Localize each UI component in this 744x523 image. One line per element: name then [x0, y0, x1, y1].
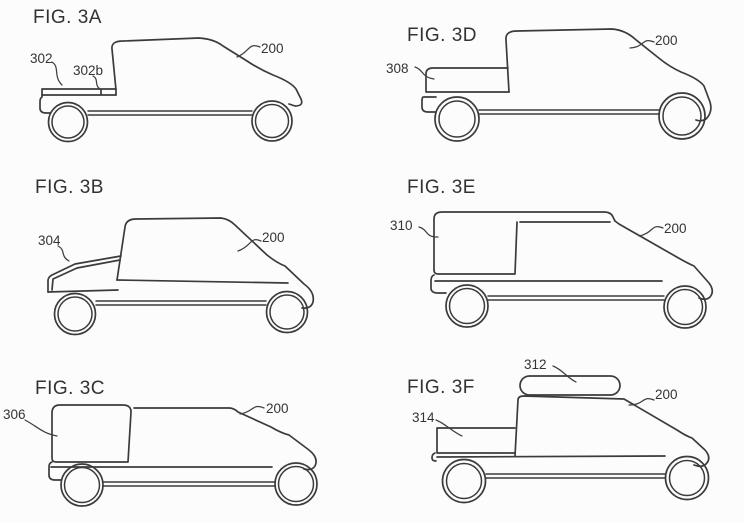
front-wheel: [274, 462, 318, 506]
rear-wheel: [441, 458, 487, 504]
ref-label-200-3d: 200: [655, 33, 678, 48]
vehicle-outline-3c: [48, 407, 318, 507]
leader-line-200-3c: [239, 405, 265, 415]
accessory-roof-pod-312: [519, 375, 621, 396]
leader-line-200-3e: [638, 226, 664, 237]
accessory-flat-cover-302: [41, 88, 117, 96]
truck-drawing-3b: [47, 217, 315, 336]
figure-panel-3d: FIG. 3D 308 200: [372, 0, 744, 170]
figure-panel-3c: FIG. 3C 306 200: [0, 348, 372, 523]
ref-label-304: 304: [38, 233, 61, 248]
frame-rail-lines: [87, 110, 253, 116]
front-wheel: [658, 92, 706, 140]
rear-wheel: [53, 292, 97, 336]
leader-line-200-3d: [629, 40, 655, 49]
truck-drawing-3a: [39, 37, 303, 143]
leader-line-200-3b: [237, 239, 262, 252]
ref-label-314: 314: [412, 410, 435, 425]
ref-label-200-3a: 200: [261, 41, 284, 56]
figure-title-3b: FIG. 3B: [35, 177, 104, 198]
frame-rail-lines: [487, 295, 665, 301]
truck-drawing-3f: [431, 365, 710, 504]
accessory-bed-cap-306: [51, 404, 132, 463]
frame-rail-lines: [478, 109, 660, 115]
figure-title-3f: FIG. 3F: [407, 377, 475, 398]
truck-drawing-3e: [418, 211, 714, 329]
front-wheel: [663, 285, 707, 329]
figure-title-3d: FIG. 3D: [407, 25, 478, 46]
rear-wheel: [60, 463, 104, 507]
ref-label-200-3e: 200: [664, 221, 687, 236]
accessory-bed-box-314: [436, 427, 516, 454]
vehicle-outline-3b: [53, 217, 315, 336]
frame-rail-lines: [102, 481, 276, 487]
accessory-sloped-cover-304: [47, 255, 122, 293]
vehicle-outline-3e: [430, 220, 714, 329]
leader-line-312: [552, 365, 577, 383]
ref-label-302: 302: [30, 51, 53, 66]
leader-line-310: [418, 226, 439, 238]
ref-label-200-3b: 200: [262, 230, 285, 245]
figure-panel-3e: FIG. 3E 310 200: [372, 170, 744, 348]
ref-label-308: 308: [386, 61, 409, 76]
ref-label-310: 310: [390, 218, 413, 233]
leader-line-306: [24, 419, 58, 437]
figure-panel-3f: FIG. 3F 312 314 200: [372, 348, 744, 523]
rear-wheel: [47, 101, 89, 143]
ref-label-306: 306: [3, 407, 26, 422]
frame-rail-lines: [95, 300, 267, 306]
accessory-tall-cap-310: [433, 211, 616, 275]
figure-panel-3a: FIG. 3A 302 302b 200: [0, 0, 372, 170]
leader-line-314: [435, 419, 463, 437]
figure-title-3e: FIG. 3E: [407, 177, 476, 198]
vehicle-outline-3d: [421, 28, 712, 142]
figure-title-3a: FIG. 3A: [33, 7, 102, 28]
vehicle-outline-3a: [39, 37, 303, 143]
front-wheel: [251, 100, 293, 142]
front-wheel: [265, 290, 309, 334]
leader-line-200-3a: [236, 45, 261, 58]
ref-label-312: 312: [524, 357, 547, 372]
ref-label-200-3f: 200: [655, 387, 678, 402]
leader-line-304: [57, 245, 70, 262]
accessory-bed-box-308: [425, 67, 510, 93]
leader-line-302: [51, 61, 63, 86]
truck-drawing-3c: [24, 404, 318, 507]
ref-label-302b: 302b: [73, 63, 104, 78]
figure-panel-3b: FIG. 3B 304 200: [0, 170, 372, 348]
ref-label-200-3c: 200: [266, 401, 289, 416]
leader-line-200-3f: [628, 398, 655, 406]
leader-line-302b: [92, 75, 101, 90]
front-wheel: [664, 455, 710, 501]
leader-line-308: [414, 66, 435, 80]
figure-title-3c: FIG. 3C: [35, 378, 106, 399]
truck-drawing-3d: [414, 28, 712, 142]
rear-wheel: [445, 284, 489, 328]
rear-wheel: [434, 96, 480, 142]
frame-rail-lines: [485, 473, 666, 479]
vehicle-outline-3f: [431, 395, 710, 504]
